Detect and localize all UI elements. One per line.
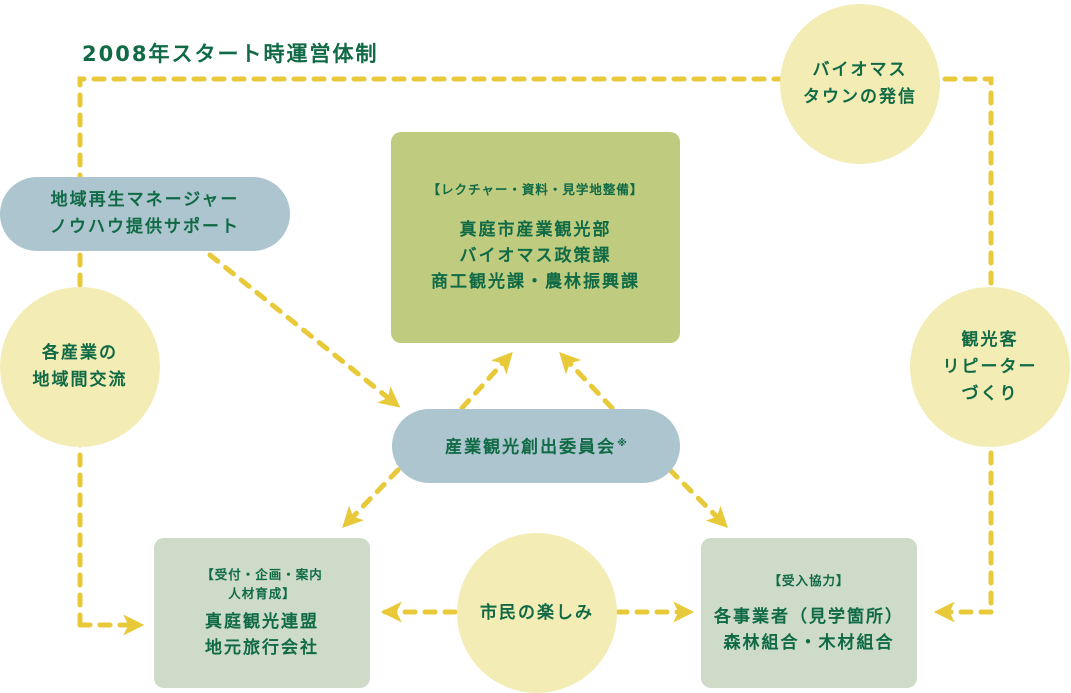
industry-exchange-line-2: 地域間交流: [32, 370, 128, 390]
node-businesses: 【受入協力】 各事業者（見学箇所） 森林組合・木材組合: [701, 538, 917, 688]
committee-label-row: 産業観光創出委員会※: [445, 430, 627, 462]
committee-to-city-arrow-left: [459, 351, 513, 411]
city-departments-line-1: 真庭市産業観光部: [459, 220, 612, 240]
businesses-subtitle: 【受入協力】: [768, 572, 850, 588]
node-committee: 産業観光創出委員会※: [392, 409, 680, 483]
biomass-town-line-2: タウンの発信: [803, 87, 917, 107]
repeater-line-3: づくり: [961, 383, 1019, 404]
tourism-federation-subtitle-1: 【受付・企画・案内: [201, 567, 323, 582]
node-city-departments: 【レクチャー・資料・見学地整備】 真庭市産業観光部 バイオマス政策課 商工観光課…: [391, 132, 680, 343]
committee-note-mark: ※: [617, 438, 627, 450]
city-departments-line-2: バイオマス政策課: [459, 246, 612, 266]
businesses-line-1: 各事業者（見学箇所）: [714, 606, 904, 627]
manager-to-committee-arrow: [207, 252, 401, 408]
tourism-federation-line-1: 真庭観光連盟: [205, 612, 319, 632]
repeater-line-1: 観光客: [961, 329, 1019, 350]
regional-manager-line-1: 地域再生マネージャー: [50, 190, 240, 210]
city-departments-line-3: 商工観光課・農林振興課: [431, 272, 640, 292]
node-tourism-federation: 【受付・企画・案内 人材育成】 真庭観光連盟 地元旅行会社: [154, 538, 370, 688]
committee-to-city-arrow-right: [559, 351, 615, 411]
committee-label: 産業観光創出委員会: [445, 437, 617, 458]
node-biomass-town: バイオマス タウンの発信: [780, 4, 940, 164]
diagram-title: 2008年スタート時運営体制: [82, 42, 379, 66]
node-citizens: 市民の楽しみ: [457, 533, 617, 693]
biomass-town-line-1: バイオマス: [812, 60, 908, 80]
repeater-line-2: リピーター: [942, 356, 1038, 377]
node-industry-exchange: 各産業の 地域間交流: [0, 287, 160, 447]
businesses-line-2: 森林組合・木材組合: [723, 632, 895, 653]
tourism-federation-line-2: 地元旅行会社: [205, 638, 319, 658]
node-regional-manager: 地域再生マネージャー ノウハウ提供サポート: [0, 177, 290, 251]
committee-to-businesses-arrow: [667, 467, 728, 528]
node-repeater: 観光客 リピーター づくり: [910, 287, 1070, 447]
city-departments-subtitle: 【レクチャー・資料・見学地整備】: [427, 182, 644, 197]
tourism-federation-subtitle-2: 人材育成】: [228, 586, 296, 601]
regional-manager-line-2: ノウハウ提供サポート: [50, 217, 240, 237]
industry-exchange-line-1: 各産業の: [42, 343, 118, 363]
citizens-label: 市民の楽しみ: [480, 602, 594, 623]
committee-to-federation-arrow: [342, 467, 401, 529]
